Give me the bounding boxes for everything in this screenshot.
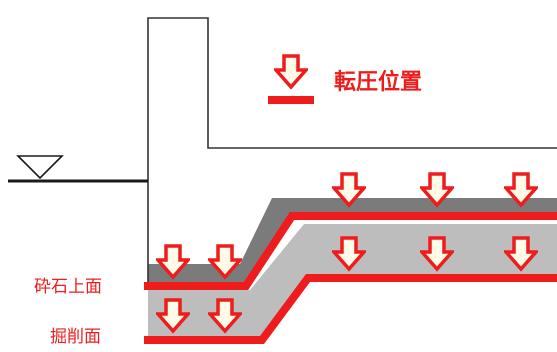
legend-red-bar-icon xyxy=(268,96,314,104)
lower-crushed-stone-layer xyxy=(148,224,557,342)
legend-label: 転圧位置 xyxy=(334,70,423,95)
legend-symbol xyxy=(268,54,314,104)
legend-arrow-icon xyxy=(274,54,308,89)
crushed-stone-top-label: 砕石上面 xyxy=(34,277,102,297)
upper-crushed-stone-layer xyxy=(148,198,557,288)
crushed-stone-top-line xyxy=(144,212,557,290)
excavation-face-label: 掘削面 xyxy=(50,327,101,347)
excavation-face-line xyxy=(144,274,557,344)
structure-outline xyxy=(147,17,557,290)
water-level-triangle-icon xyxy=(16,155,64,180)
